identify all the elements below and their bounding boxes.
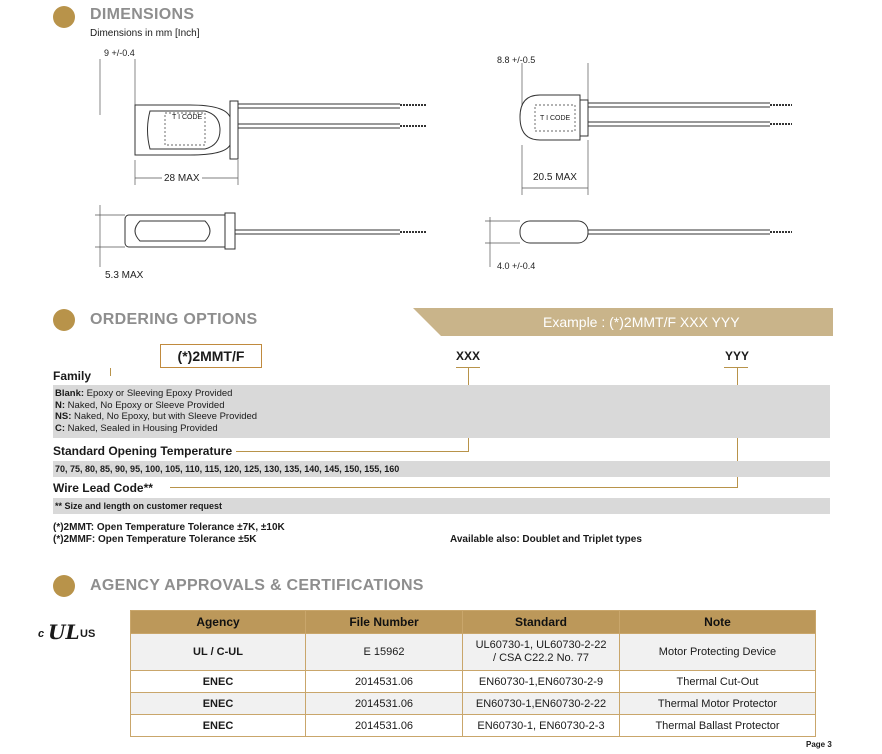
table-header-row: Agency File Number Standard Note [130, 610, 816, 634]
temperature-label: Standard Opening Temperature [53, 444, 233, 458]
ordering-title: ORDERING OPTIONS [90, 311, 258, 328]
yyy-underline [724, 367, 748, 368]
section-bullet-icon [53, 575, 75, 597]
temperature-band: 70, 75, 80, 85, 90, 95, 100, 105, 110, 1… [53, 461, 830, 477]
right-thermostat-drawing [485, 63, 792, 267]
section-bullet-icon [53, 6, 75, 28]
left-thermostat-drawing [95, 59, 426, 267]
family-connector [110, 368, 111, 376]
table-row: ENEC 2014531.06 EN60730-1,EN60730-2-22 T… [130, 692, 816, 715]
ul-logo-icon: c UL US [38, 620, 96, 644]
wire-lead-note: ** Size and length on customer request [55, 501, 223, 511]
yyy-connector-h [170, 487, 738, 488]
family-option: Blank: Epoxy or Sleeving Epoxy Provided … [55, 388, 258, 434]
right-height-dimension: 4.0 +/-0.4 [497, 261, 536, 271]
table-row: ENEC 2014531.06 EN60730-1,EN60730-2-9 Th… [130, 670, 816, 693]
table-row: ENEC 2014531.06 EN60730-1, EN60730-2-3 T… [130, 714, 816, 737]
example-text: Example : (*)2MMT/F XXX YYY [543, 314, 740, 330]
col-file-number: File Number [305, 610, 463, 634]
yyy-code: YYY [725, 349, 750, 363]
right-length-dimension: 20.5 MAX [533, 172, 577, 183]
left-body-label: T I CODE [172, 114, 203, 121]
dimensions-subtitle: Dimensions in mm [Inch] [90, 28, 200, 39]
left-top-dimension: 9 +/-0.4 [104, 48, 135, 58]
agency-title: AGENCY APPROVALS & CERTIFICATIONS [90, 577, 424, 594]
family-options-band: Blank: Epoxy or Sleeving Epoxy Provided … [53, 385, 830, 438]
right-body-label: T I CODE [540, 115, 571, 122]
example-banner: Example : (*)2MMT/F XXX YYY [413, 308, 833, 336]
section-bullet-icon [53, 309, 75, 331]
wire-lead-label: Wire Lead Code** [53, 481, 153, 495]
family-label: Family [53, 369, 92, 383]
xxx-code: XXX [456, 349, 481, 363]
wire-lead-band: ** Size and length on customer request [53, 498, 830, 514]
tolerance-mmf: (*)2MMF: Open Temperature Tolerance ±5K [53, 534, 257, 545]
temperature-values: 70, 75, 80, 85, 90, 95, 100, 105, 110, 1… [55, 464, 400, 474]
col-note: Note [619, 610, 816, 634]
col-standard: Standard [462, 610, 620, 634]
col-agency: Agency [130, 610, 306, 634]
right-top-dimension: 8.8 +/-0.5 [497, 55, 536, 65]
available-types: Available also: Doublet and Triplet type… [450, 534, 642, 545]
family-code-box: (*)2MMT/F [160, 344, 262, 368]
left-height-dimension: 5.3 MAX [105, 270, 144, 281]
agency-table: Agency File Number Standard Note UL / C-… [130, 610, 816, 737]
left-length-dimension: 28 MAX [164, 173, 200, 184]
xxx-connector-h [236, 451, 469, 452]
tolerance-mmt: (*)2MMT: Open Temperature Tolerance ±7K,… [53, 522, 285, 533]
dimensions-title: DIMENSIONS [90, 6, 195, 23]
family-code: (*)2MMT/F [177, 348, 245, 364]
table-row: UL / C-UL E 15962 UL60730-1, UL60730-2-2… [130, 633, 816, 671]
page-number: Page 3 [806, 740, 832, 749]
